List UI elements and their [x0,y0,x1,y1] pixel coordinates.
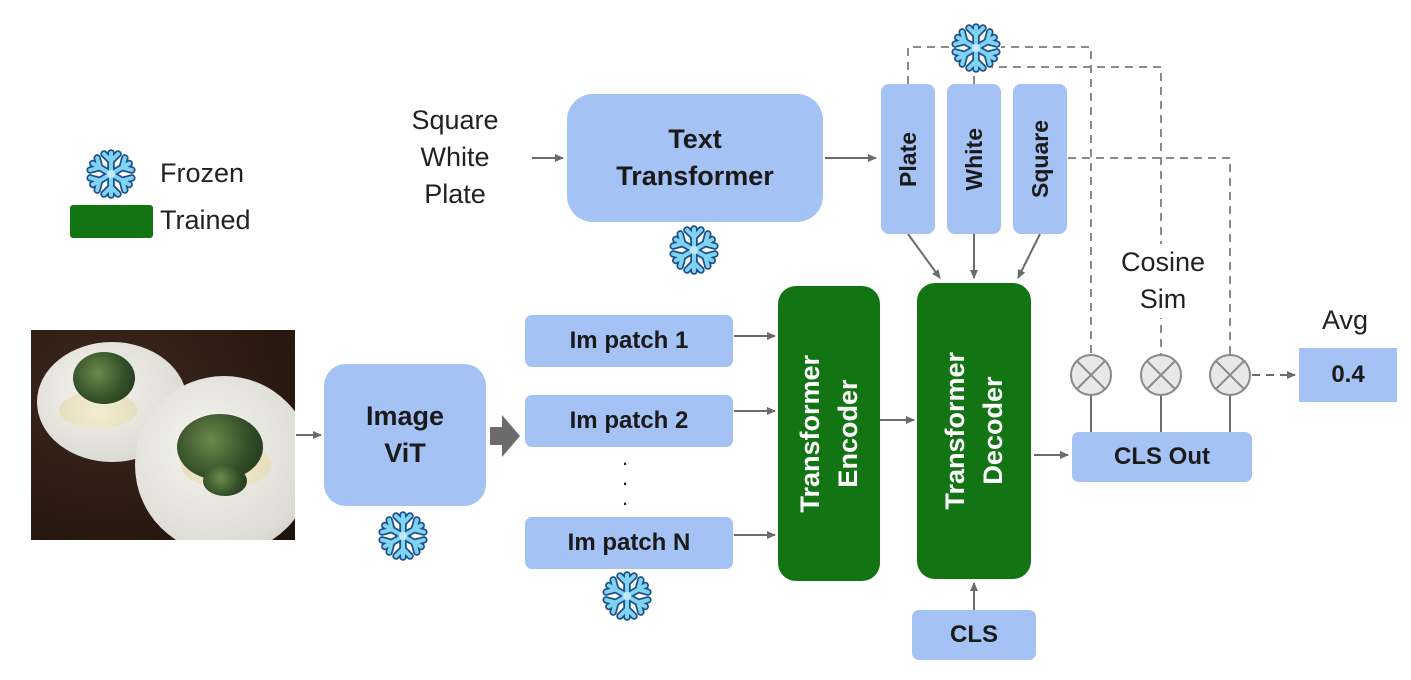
arrow-plate-to-decoder [907,233,941,279]
decoder-label: Decoder [978,376,1008,486]
snowflake-icon [950,22,1002,74]
text-transformer-label: Transformer [616,161,774,191]
text-input-line: Square [411,105,499,135]
snowflake-icon [601,570,653,622]
avg-value: 0.4 [1331,361,1365,388]
legend-trained-swatch [70,205,153,238]
token-label: Square [1026,120,1053,198]
text-input: Square White Plate [395,102,515,213]
snowflake-icon [668,224,720,276]
cls-input-box: CLS [912,610,1036,660]
arrow-vit-to-patches [490,415,520,457]
decoder-label: Transformer [940,352,970,510]
image-vit-label: ViT [384,438,426,468]
cosine-label-line: Sim [1139,284,1187,314]
transformer-decoder-box: Transformer Decoder [917,283,1031,579]
cls-out-box: CLS Out [1072,432,1252,482]
transformer-encoder-box: Transformer Encoder [778,286,880,581]
cosine-label-line: Cosine [1120,247,1206,277]
dash-square-to-mul3 [1068,157,1231,355]
text-input-line: White [420,142,490,172]
input-photo [31,330,295,540]
patch-label: Im patch 2 [569,407,689,434]
encoder-label: Transformer [795,354,825,513]
snowflake-icon [85,148,137,200]
patch-box: Im patch N [525,517,733,569]
circled-times-icon [1209,354,1251,396]
circled-times-icon [1070,354,1112,396]
patch-label: Im patch 1 [569,327,689,354]
patch-box: Im patch 1 [525,315,733,367]
image-vit-box: Image ViT [324,364,486,506]
image-vit-label: Image [365,401,445,431]
encoder-label: Encoder [833,379,863,488]
cls-out-label: CLS Out [1114,443,1210,470]
text-input-line: Plate [424,179,486,209]
cls-input-label: CLS [950,621,998,648]
multiply-nodes [1070,354,1251,396]
snowflake-icon [377,510,429,562]
circled-times-icon [1140,354,1182,396]
token-box-plate: Plate [881,84,935,234]
token-label: White [960,127,987,191]
patch-ellipsis: . . . [621,445,629,510]
cosine-sim-label: Cosine Sim [1103,244,1223,318]
patch-box: Im patch 2 [525,395,733,447]
token-box-square: Square [1013,84,1067,234]
text-transformer-label: Text [668,124,722,154]
legend-frozen-label: Frozen [160,158,245,188]
arrow-square-to-decoder [1017,233,1041,279]
avg-label: Avg [1321,305,1369,335]
patch-label: Im patch N [567,529,691,556]
token-label: Plate [894,131,921,187]
legend-trained-label: Trained [160,205,251,235]
text-transformer-box: Text Transformer [567,94,823,222]
avg-value-box: 0.4 [1299,348,1397,402]
token-box-white: White [947,84,1001,234]
